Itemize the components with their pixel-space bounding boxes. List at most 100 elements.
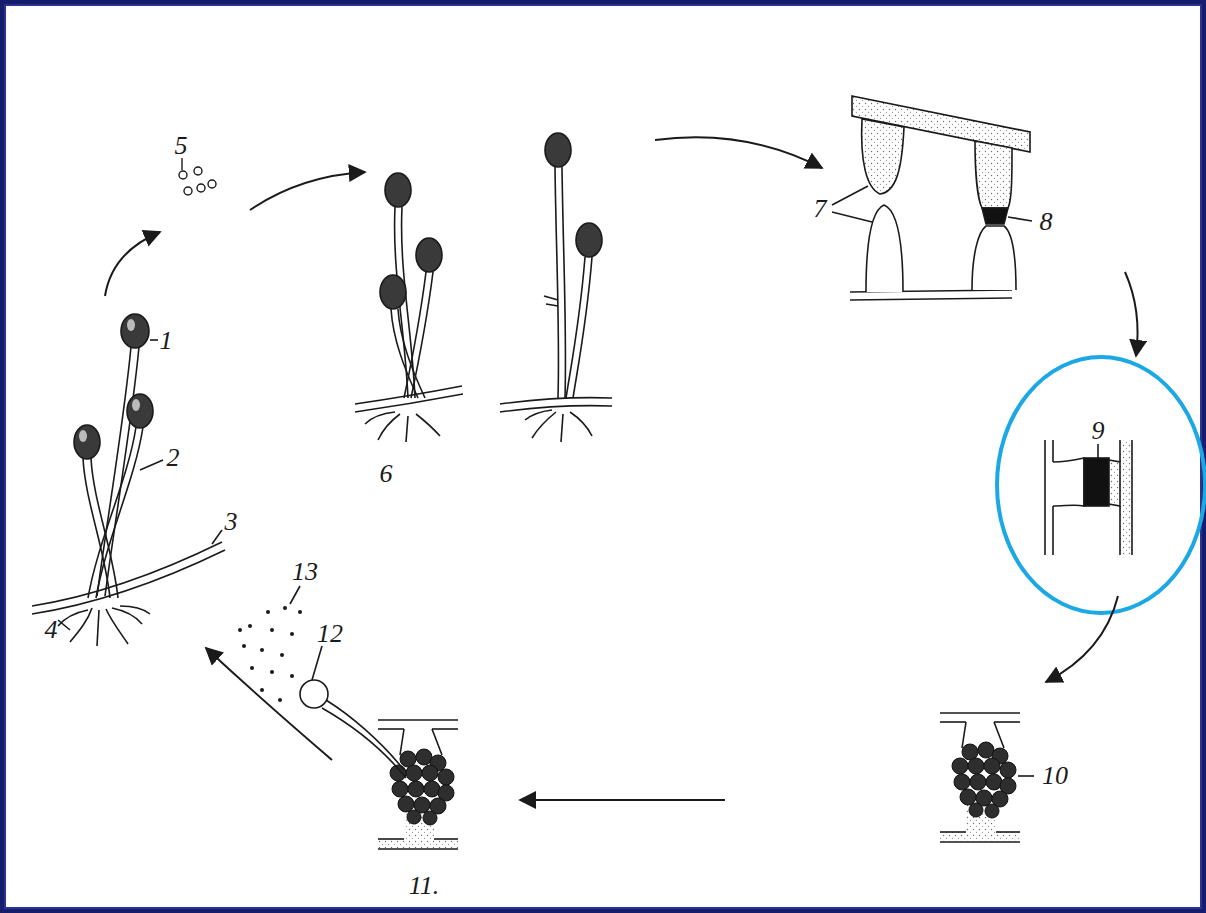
sporangiophore-cluster-part — [150, 339, 158, 341]
callout-number: 5 — [175, 133, 188, 159]
spores-part — [208, 180, 216, 188]
germinating-zygospore-part — [378, 728, 404, 730]
sporangiophore-cluster-part — [91, 458, 118, 598]
germinating-zygospore-part — [290, 586, 300, 604]
germinating-zygospore-part-part — [266, 610, 270, 614]
spores-part — [181, 158, 182, 170]
sporangiophore-cluster-part — [58, 620, 70, 630]
zygosporangium-mature-part — [996, 831, 1020, 833]
sporangiophore-groups-part — [576, 223, 602, 257]
germinating-zygospore-part-part — [238, 628, 242, 632]
germinating-zygospore-part — [378, 719, 458, 721]
gametangia — [832, 96, 1032, 300]
gametangia-part — [832, 212, 872, 222]
germinating-zygospore-part-part — [290, 674, 294, 678]
sporangiophore-cluster-part — [112, 608, 142, 624]
gametangia-part — [1008, 217, 1032, 221]
germinating-zygospore-part — [432, 728, 458, 730]
gametangia-part — [982, 208, 1008, 224]
germinating-zygospore-part — [378, 839, 458, 848]
sporangiophore-groups-part — [380, 275, 406, 309]
sporangiophore-groups-part — [500, 406, 612, 412]
cycle-arrow-part — [520, 799, 725, 801]
gametangia-part — [850, 298, 1012, 300]
callout-number: 6 — [380, 461, 393, 487]
callout-number: 8 — [1040, 209, 1053, 235]
sporangiophore-groups-part — [562, 167, 566, 398]
zygosporangium-young-part — [1044, 440, 1046, 555]
germinating-zygospore-part-part — [248, 624, 252, 628]
zygosporangium-mature-part-part — [954, 774, 970, 790]
zygosporangium-mature-part — [1018, 775, 1034, 777]
highlight-circle — [997, 357, 1205, 613]
sporangiophore-groups-part — [500, 398, 612, 404]
callout-number: 11. — [409, 873, 440, 899]
sporangiophore-cluster-part — [212, 530, 222, 544]
zygosporangium-young-part — [1120, 440, 1132, 555]
germinating-zygospore-part-part — [398, 796, 414, 812]
germinating-zygospore-part — [378, 848, 458, 850]
callout-number: 12 — [317, 621, 343, 647]
germinating-zygospore-part-part — [260, 688, 264, 692]
zygosporangium-mature-part — [940, 721, 966, 723]
zygosporangium-mature-part-part — [984, 758, 1000, 774]
sporangiophore-groups-part — [378, 414, 400, 440]
sporangiophore-groups-part — [355, 394, 463, 412]
zygosporangium-mature-part-part — [970, 774, 986, 790]
germinating-zygospore-part — [238, 606, 302, 702]
callout-number: 3 — [225, 509, 238, 535]
germinating-zygospore-part-part — [424, 781, 440, 797]
sporangiophore-groups-part — [525, 410, 552, 420]
sporangiophore-groups-part — [398, 309, 425, 398]
germinating-zygospore-part-part — [422, 765, 438, 781]
sporangiophore-groups-part — [416, 414, 440, 436]
germinating-zygospore-part-part — [406, 765, 422, 781]
sporangiophore-cluster-part — [106, 609, 128, 644]
zygosporangium-young-part — [1052, 440, 1054, 462]
zygosporangium-mature-part — [940, 712, 1020, 714]
sporangiophore-groups-part — [416, 238, 442, 272]
germinating-zygospore-part-part — [438, 769, 454, 785]
sporangiophore-cluster-part — [32, 550, 225, 614]
sporangiophore-cluster-part — [74, 425, 100, 459]
gametangia-part — [866, 205, 903, 292]
zygosporangium-young-part — [1109, 460, 1120, 506]
sporangiophore-groups-part — [555, 167, 559, 398]
zygosporangium-mature-part-part — [952, 758, 968, 774]
cycle-arrow-part — [1046, 596, 1118, 682]
cycle-arrow-part — [1125, 272, 1138, 356]
panel — [5, 5, 1201, 908]
callout-number: 4 — [45, 617, 58, 643]
sporangiophore-cluster-part — [70, 608, 92, 642]
sporangiophore-groups-part — [411, 272, 433, 398]
zygosporangium-young-part — [1119, 506, 1121, 555]
germinating-zygospore-part-part — [270, 670, 274, 674]
callout-number: 10 — [1042, 763, 1068, 789]
zygosporangium-young-part — [1052, 506, 1054, 555]
germinating-zygospore-part — [390, 749, 454, 825]
sporangiophore-groups-part — [355, 386, 462, 404]
germinating-zygospore-part — [300, 680, 328, 708]
germinating-zygospore-part-part — [407, 810, 421, 824]
sporangiophore-cluster-part — [83, 458, 110, 598]
germinating-zygospore-part — [378, 838, 404, 840]
callout-number: 7 — [814, 196, 827, 222]
zygosporangium-mature-part-part — [986, 774, 1002, 790]
germinating-zygospore-part-part — [290, 632, 294, 636]
sporangiophore-cluster-part — [79, 430, 87, 442]
germinating-zygospore-part-part — [242, 644, 246, 648]
zygosporangium-young — [1045, 440, 1132, 555]
sporangiophore-cluster-part — [140, 460, 163, 470]
gametangia-part — [972, 226, 1016, 290]
sporangiophore-groups-part — [573, 257, 592, 398]
zygosporangium-young-part — [1084, 458, 1109, 506]
germinating-zygospore-part-part — [250, 666, 254, 670]
zygosporangium-mature-part — [952, 742, 1016, 818]
germinating-zygospore — [238, 586, 458, 849]
germinating-zygospore-part-part — [283, 606, 287, 610]
gametangia-part — [862, 119, 904, 194]
sporangiophore-cluster-part — [105, 347, 139, 596]
cycle-arrow-part — [250, 172, 365, 210]
zygosporangium-mature-part — [940, 841, 1020, 843]
